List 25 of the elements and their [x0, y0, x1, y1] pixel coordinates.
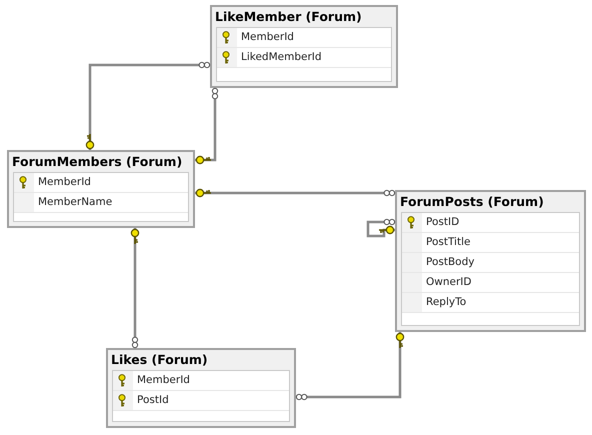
relationship-line [366, 218, 396, 238]
column-name: MemberId [241, 30, 294, 45]
column-name: MemberName [38, 195, 112, 210]
table-title: Likes (Forum) [111, 352, 208, 367]
column-name: OwnerID [426, 275, 472, 290]
column-name: PostBody [426, 255, 474, 270]
table-title: ForumPosts (Forum) [400, 194, 544, 209]
relationship-line [296, 332, 404, 400]
relationship-line [86, 62, 210, 150]
column-name: LikedMemberId [241, 50, 322, 65]
column-name: MemberId [38, 175, 91, 190]
table-box [106, 348, 296, 428]
table-title: ForumMembers (Forum) [12, 154, 182, 169]
table-box [395, 190, 586, 332]
column-name: PostId [137, 393, 169, 408]
column-name: PostID [426, 215, 460, 230]
column-name: PostTitle [426, 235, 470, 250]
table-title: LikeMember (Forum) [215, 9, 362, 24]
column-name: ReplyTo [426, 295, 466, 310]
table-box [7, 150, 195, 228]
relationship-line [195, 88, 218, 164]
table-box [210, 5, 398, 88]
relationship-line [130, 228, 140, 348]
relationship-line [195, 188, 396, 198]
column-name: MemberId [137, 373, 190, 388]
